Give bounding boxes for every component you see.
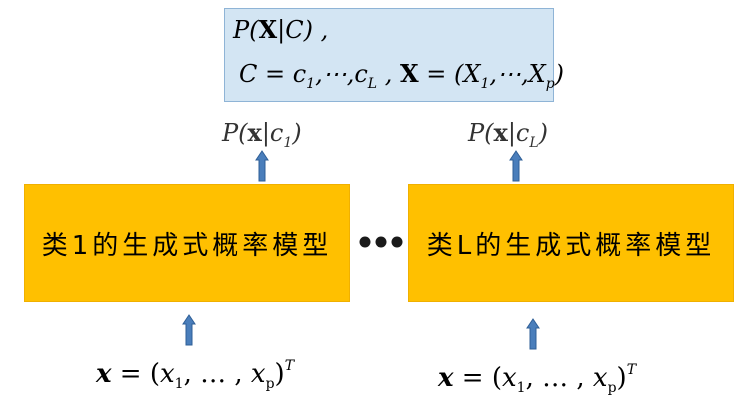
class-1-model-label: 类1的生成式概率模型: [41, 230, 333, 261]
joint-probability-box: P(X|C) , C = c1,⋯,cL , X = (X1,⋯,Xp): [224, 8, 564, 102]
joint-probability-formula: P(X|C) ,: [233, 15, 328, 44]
left-input-vector: x = (x1, … , xp)T: [96, 358, 295, 392]
up-arrow-icon: [509, 150, 523, 182]
variable-definitions: C = c1,⋯,cL , X = (X1,⋯,Xp): [239, 59, 565, 92]
ellipsis-dots: [359, 236, 403, 248]
class-L-model-label: 类L的生成式概率模型: [426, 230, 716, 261]
class-1-generative-model-box: 类1的生成式概率模型: [24, 184, 350, 302]
up-arrow-icon: [255, 150, 269, 182]
up-arrow-icon: [182, 314, 196, 346]
right-class-probability-label: P(x|cL): [468, 118, 549, 151]
class-L-generative-model-box: 类L的生成式概率模型: [408, 184, 734, 302]
up-arrow-icon: [526, 318, 540, 350]
right-input-vector: x = (x1, … , xp)T: [438, 362, 637, 396]
left-class-probability-label: P(x|c1): [222, 118, 302, 151]
formula-text: P(X|C) ,: [233, 15, 329, 44]
